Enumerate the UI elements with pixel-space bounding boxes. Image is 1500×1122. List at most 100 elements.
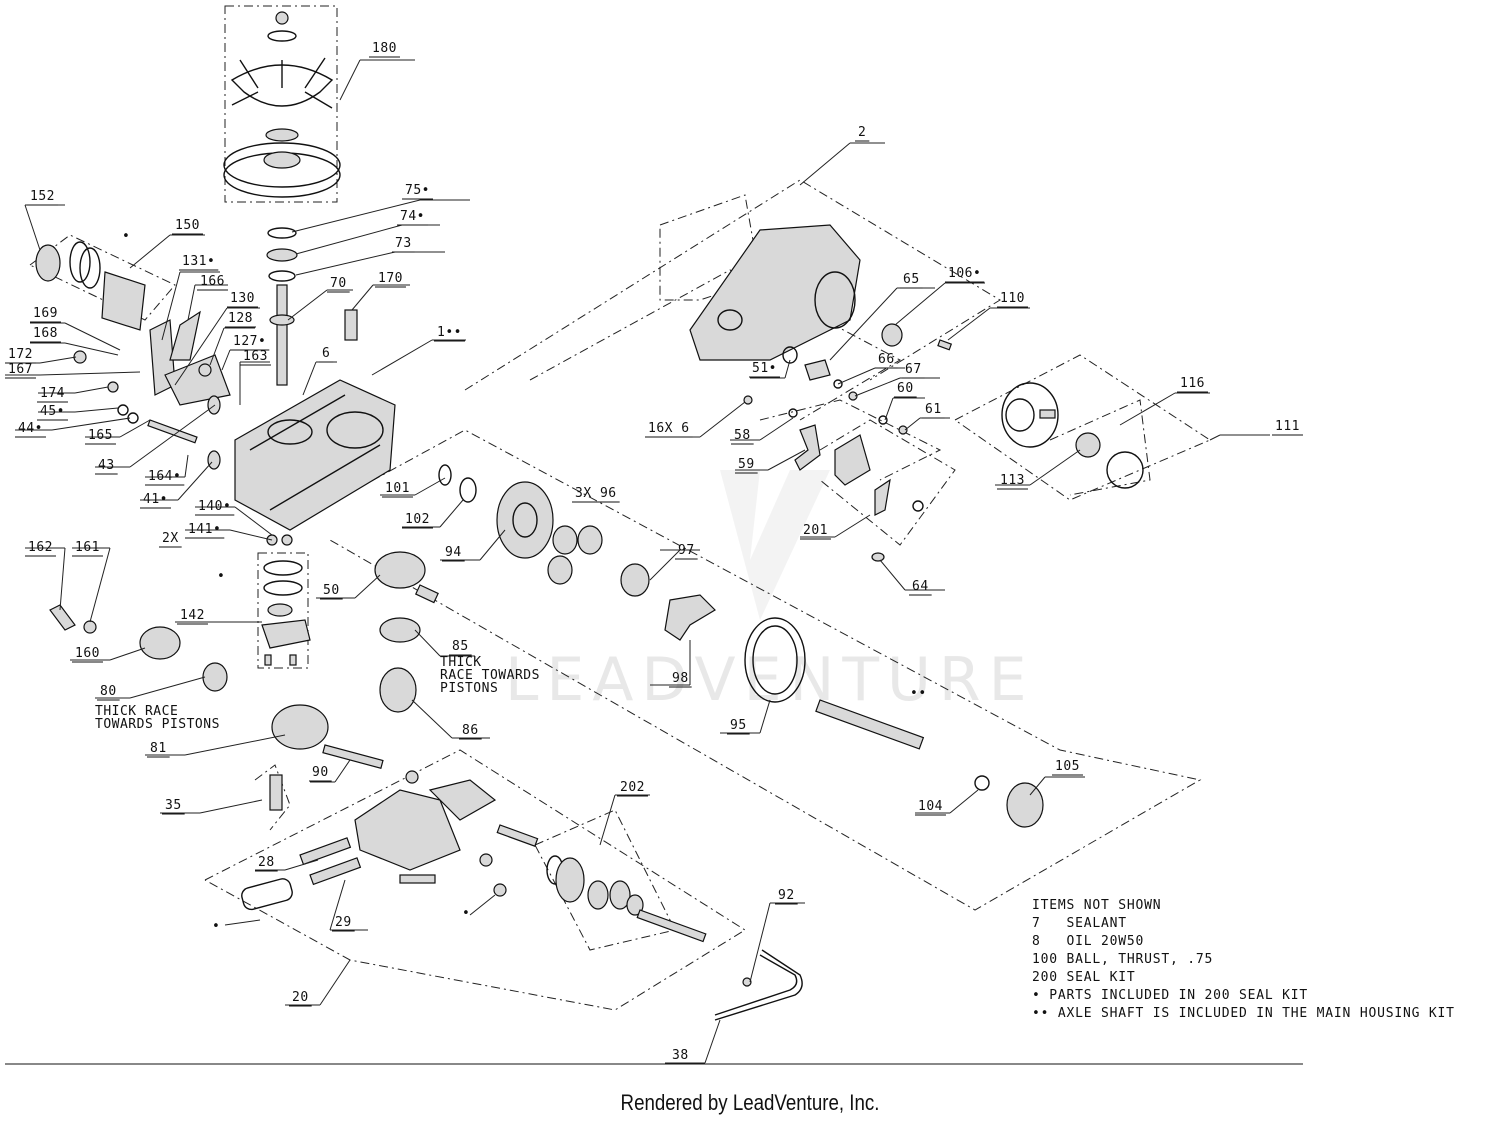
callout-142: 142 xyxy=(180,608,205,623)
callout-95: 95 xyxy=(730,718,747,733)
callout-161: 161 xyxy=(75,540,100,555)
callout-152: 152 xyxy=(30,189,55,204)
part-filter xyxy=(35,241,146,331)
part-pump-cover xyxy=(261,560,311,666)
callout-140: 140• xyxy=(198,499,231,514)
callout-64: 64 xyxy=(912,579,929,594)
callout-60: 60 xyxy=(897,381,914,396)
part-shaft-stack xyxy=(266,227,298,386)
part-fan-pulley xyxy=(223,11,341,198)
callout-43: 43 xyxy=(98,458,115,473)
seal-marker-150: • xyxy=(122,229,130,244)
annotation-85-line1: THICK xyxy=(440,655,482,670)
callout-102: 102 xyxy=(405,512,430,527)
notes-title: ITEMS NOT SHOWN xyxy=(1032,898,1162,913)
callout-86: 86 xyxy=(462,723,479,738)
callout-130: 130 xyxy=(230,291,255,306)
callout-3x-96: 3X 96 xyxy=(575,486,617,501)
callout-1: 1•• xyxy=(437,325,462,340)
part-rod-38 xyxy=(714,949,803,1021)
leader-lines xyxy=(5,59,1270,1064)
callout-44: 44• xyxy=(18,421,43,436)
callout-202: 202 xyxy=(620,780,645,795)
seal-marker-20: • xyxy=(212,919,220,934)
callout-45: 45• xyxy=(40,404,65,419)
callout-20: 20 xyxy=(292,990,309,1005)
notes-line: 8 OIL 20W50 xyxy=(1032,934,1145,949)
callout-labels: 180 75• 74• 73 70 170 6 1•• 152 150 131•… xyxy=(5,41,1303,1065)
callout-94: 94 xyxy=(445,545,462,560)
callout-75: 75• xyxy=(405,183,430,198)
part-gear-train xyxy=(374,464,1044,828)
callout-113: 113 xyxy=(1000,473,1025,488)
callout-160: 160 xyxy=(75,646,100,661)
callout-167: 167 xyxy=(8,362,33,377)
callout-58: 58 xyxy=(734,428,751,443)
callout-51: 51• xyxy=(752,361,777,376)
callout-90: 90 xyxy=(312,765,329,780)
callout-141: 141• xyxy=(188,522,221,537)
callout-80: 80 xyxy=(100,684,117,699)
callout-162: 162 xyxy=(28,540,53,555)
callout-170: 170 xyxy=(378,271,403,286)
notes-line: • PARTS INCLUDED IN 200 SEAL KIT xyxy=(1032,988,1309,1003)
part-hub-111 xyxy=(1001,382,1144,489)
watermark: LEADVENTURE xyxy=(505,645,1035,715)
notes-line: •• AXLE SHAFT IS INCLUDED IN THE MAIN HO… xyxy=(1032,1006,1455,1021)
callout-201: 201 xyxy=(803,523,828,538)
callout-97: 97 xyxy=(678,543,695,558)
axle-marker: •• xyxy=(910,686,927,701)
notes-line: 7 SEALANT xyxy=(1032,916,1127,931)
callout-174: 174 xyxy=(40,386,65,401)
callout-66: 66 xyxy=(878,352,895,367)
callout-104: 104 xyxy=(918,799,943,814)
callout-70: 70 xyxy=(330,276,347,291)
callout-59: 59 xyxy=(738,457,755,472)
callout-98: 98 xyxy=(672,671,689,686)
callout-127: 127• xyxy=(233,334,266,349)
callout-29: 29 xyxy=(335,915,352,930)
callout-172: 172 xyxy=(8,347,33,362)
watermark-logo xyxy=(720,470,830,620)
seal-marker-20b: • xyxy=(462,906,470,921)
annotation-80-line2: TOWARDS PISTONS xyxy=(95,717,220,732)
seal-marker-142: • xyxy=(217,569,225,584)
callout-6: 6 xyxy=(322,346,330,361)
items-not-shown-notes: ITEMS NOT SHOWN 7 SEALANT 8 OIL 20W50 10… xyxy=(1032,897,1455,1023)
callout-38: 38 xyxy=(672,1048,689,1063)
callout-101: 101 xyxy=(385,481,410,496)
part-gear-stack-202 xyxy=(546,855,707,943)
callout-111: 111 xyxy=(1275,419,1300,434)
callout-50: 50 xyxy=(323,583,340,598)
callout-2: 2 xyxy=(858,125,866,140)
callout-116: 116 xyxy=(1180,376,1205,391)
part-pump-block xyxy=(241,770,539,911)
callout-16x-6: 16X 6 xyxy=(648,421,690,436)
annotation-80-line1: THICK RACE xyxy=(95,704,178,719)
callout-180: 180 xyxy=(372,41,397,56)
callout-74: 74• xyxy=(400,209,425,224)
callout-61: 61 xyxy=(925,402,942,417)
callout-166: 166 xyxy=(200,274,225,289)
callout-128: 128 xyxy=(228,311,253,326)
callout-81: 81 xyxy=(150,741,167,756)
part-side-housing xyxy=(689,224,953,562)
callout-105: 105 xyxy=(1055,759,1080,774)
annotation-85-line2: RACE TOWARDS xyxy=(440,668,540,683)
callout-35: 35 xyxy=(165,798,182,813)
notes-line: 100 BALL, THRUST, .75 xyxy=(1032,952,1214,967)
callout-92: 92 xyxy=(778,888,795,903)
callout-106: 106• xyxy=(948,266,981,281)
callout-41: 41• xyxy=(143,492,168,507)
part-center-housing xyxy=(234,309,396,531)
callout-164: 164• xyxy=(148,469,181,484)
callout-73: 73 xyxy=(395,236,412,251)
callout-2x: 2X xyxy=(162,531,179,546)
callout-131: 131• xyxy=(182,254,215,269)
callout-67: 67 xyxy=(905,362,922,377)
callout-169: 169 xyxy=(33,306,58,321)
callout-163: 163 xyxy=(243,349,268,364)
callout-28: 28 xyxy=(258,855,275,870)
callout-85: 85 xyxy=(452,639,469,654)
